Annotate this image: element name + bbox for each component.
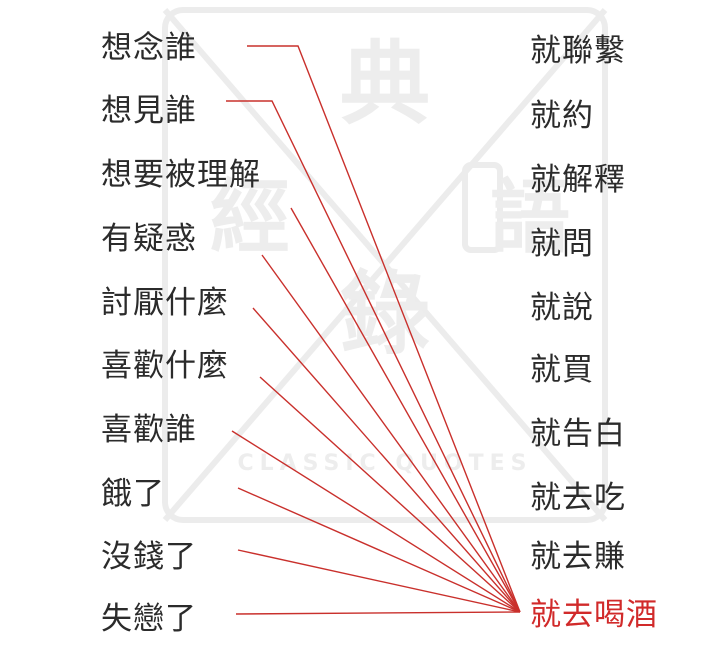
connector-line-3 xyxy=(290,207,521,613)
left-item-2: 想見誰 xyxy=(101,93,197,129)
right-item-2: 就約 xyxy=(530,98,594,134)
left-item-10: 失戀了 xyxy=(101,601,197,637)
left-item-6: 喜歡什麼 xyxy=(101,348,229,384)
right-item-highlighted: 就去喝酒 xyxy=(530,597,658,633)
right-item-1: 就聯繫 xyxy=(530,33,626,69)
connector-line-8 xyxy=(237,487,521,613)
watermark-caption: CLASSIC QUOTES xyxy=(237,451,532,476)
left-item-1: 想念誰 xyxy=(101,30,197,66)
connector-line-10 xyxy=(235,611,521,615)
right-item-8: 就去吃 xyxy=(530,480,626,516)
right-item-3: 就解釋 xyxy=(530,162,626,198)
left-item-8: 餓了 xyxy=(101,476,165,512)
connector-line-5 xyxy=(252,307,521,613)
connector-line-6 xyxy=(259,376,521,613)
connector-line-4 xyxy=(261,254,521,613)
left-item-5: 討厭什麼 xyxy=(101,285,229,321)
watermark-phone-shape xyxy=(462,162,503,253)
left-item-4: 有疑惑 xyxy=(101,221,197,257)
right-item-6: 就買 xyxy=(530,352,594,388)
connector-line-2 xyxy=(226,100,521,613)
right-item-5: 就說 xyxy=(530,290,594,326)
right-item-7: 就告白 xyxy=(530,416,626,452)
watermark-glyph: 錄 xyxy=(340,261,430,367)
connector-line-1 xyxy=(247,45,521,613)
left-item-9: 沒錢了 xyxy=(101,539,197,575)
connector-line-9 xyxy=(237,549,521,613)
right-item-9: 就去賺 xyxy=(530,539,626,575)
right-item-4: 就問 xyxy=(530,226,594,262)
connector-line-7 xyxy=(231,430,521,613)
left-item-3: 想要被理解 xyxy=(101,157,261,193)
watermark-glyph: 典 xyxy=(340,31,430,137)
left-item-7: 喜歡誰 xyxy=(101,412,197,448)
